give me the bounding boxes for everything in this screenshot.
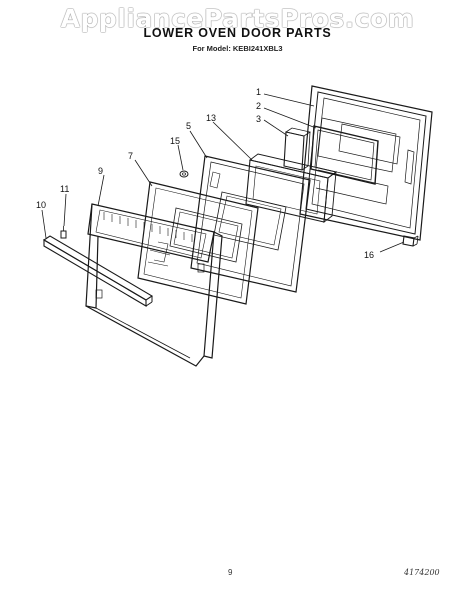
part-16-clip	[402, 235, 419, 247]
model-line: For Model: KEBI241XBL3	[192, 44, 283, 53]
part-11-screw	[60, 226, 67, 239]
part-7-outer-glass	[137, 181, 259, 305]
callout-13: 13	[206, 113, 216, 123]
leader-lines	[41, 93, 405, 253]
document-number: 4174200	[404, 568, 440, 577]
callout-2: 2	[256, 101, 261, 111]
part-13-insulation	[245, 153, 338, 223]
part-15-plug	[179, 170, 189, 178]
page-number: 9	[228, 568, 233, 577]
part-2-gasket	[310, 125, 379, 185]
callout-15: 15	[170, 136, 180, 146]
part-3-bracket	[283, 127, 312, 171]
callout-9: 9	[98, 166, 103, 176]
page-title: LOWER OVEN DOOR PARTS	[143, 26, 332, 40]
part-1-inner-door-panel	[299, 85, 433, 241]
callout-3: 3	[256, 114, 261, 124]
part-10-trim-strip	[42, 235, 154, 307]
callout-7: 7	[128, 151, 133, 161]
callout-1: 1	[256, 87, 261, 97]
callout-5: 5	[186, 121, 191, 131]
callout-10: 10	[36, 200, 46, 210]
callout-16: 16	[364, 250, 374, 260]
callout-11: 11	[60, 184, 69, 194]
callout-labels: 1 2 3 5 7 9 10 11 13 15 16	[36, 87, 374, 260]
part-9-door-frame	[85, 203, 223, 367]
